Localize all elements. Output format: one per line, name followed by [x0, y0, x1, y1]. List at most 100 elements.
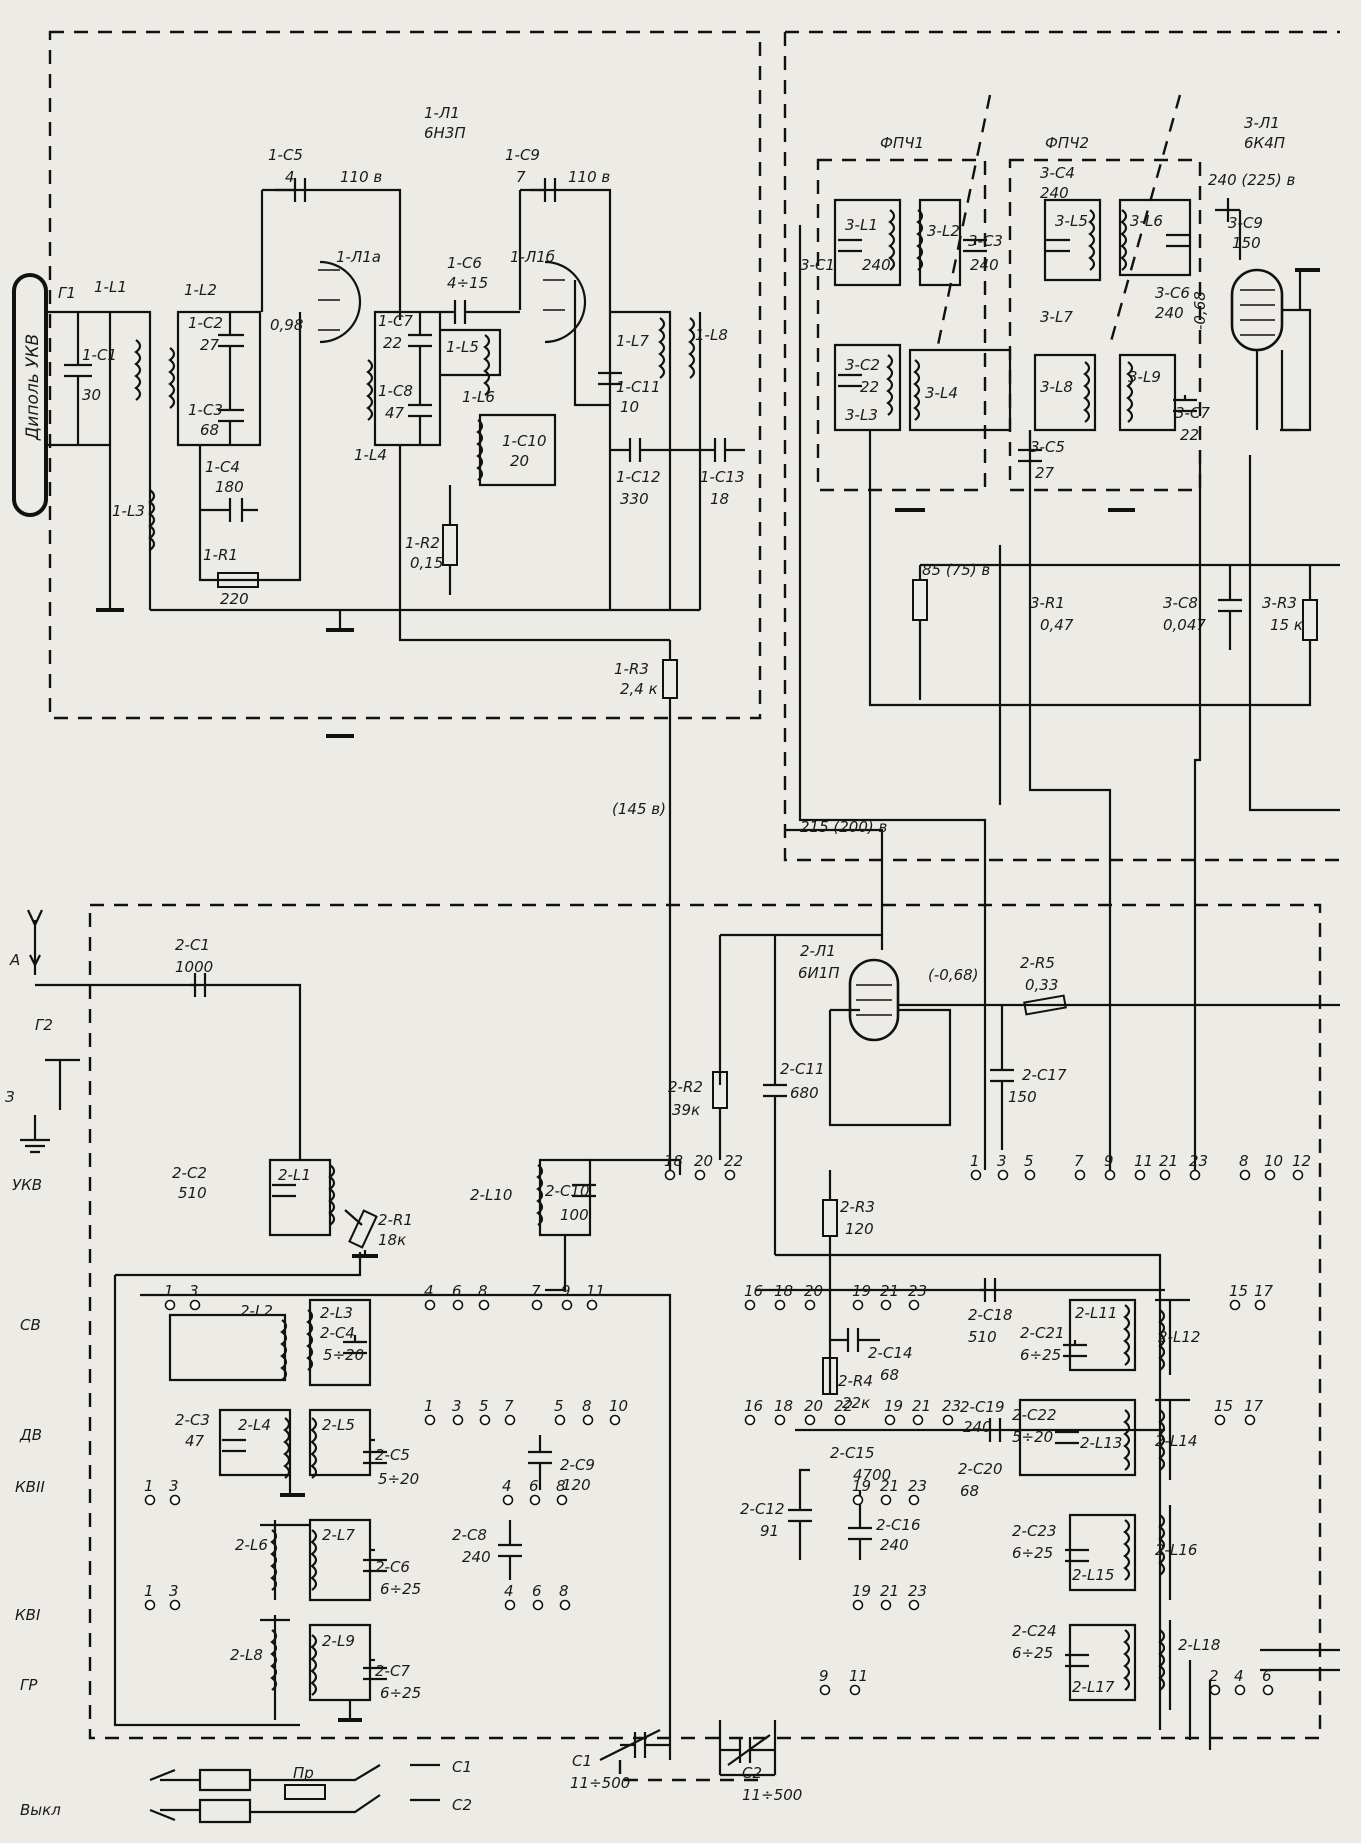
switch-contact-number: 9 [819, 1667, 829, 1685]
switch-contact-number: 21 [880, 1477, 899, 1495]
fuse-label: Пр [293, 1764, 314, 1782]
antenna-g2: Г2 [35, 1016, 53, 1034]
ukv-c8-val: 47 [385, 404, 405, 422]
ukv-l2-ref: 1-L2 [184, 281, 217, 299]
lb-c9-ref: 2-C9 [560, 1456, 595, 1474]
if-c9-ref: 3-C9 [1228, 214, 1263, 232]
lb-l8-ref: 2-L8 [230, 1646, 263, 1664]
switch-contact-number: 15 [1214, 1397, 1233, 1415]
switch-contact [504, 1599, 516, 1611]
lb-c14-val: 68 [880, 1366, 899, 1384]
ukv-r3-ref: 1-R3 [614, 660, 649, 678]
lb-l12-ref: 2-L12 [1158, 1328, 1200, 1346]
lb-l1-ref: 2-L1 [278, 1166, 311, 1184]
voltage-145: (145 в) [612, 800, 666, 818]
switch-contact [529, 1494, 541, 1506]
voltage-215: 215 (200) в [800, 818, 888, 836]
lb-l2-ref: 2-L2 [240, 1302, 273, 1320]
switch-contact [609, 1414, 621, 1426]
switch-contact [884, 1414, 896, 1426]
lb-c19-val: 240 [963, 1418, 992, 1436]
switch-contact-number: 23 [908, 1477, 927, 1495]
lb-l10-ref: 2-L10 [470, 1186, 512, 1204]
switch-contact [1189, 1169, 1201, 1181]
lb-l9-ref: 2-L9 [322, 1632, 355, 1650]
switch-contact [559, 1599, 571, 1611]
voltage-85: 85 (75) в [922, 561, 990, 579]
lb-c2-val: 510 [178, 1184, 207, 1202]
switch-contact [744, 1299, 756, 1311]
switch-contact [908, 1599, 920, 1611]
ukv-l4-ref: 1-L4 [354, 446, 387, 464]
switch-contact-number: 1 [424, 1397, 434, 1415]
if-c5-ref: 3-C5 [1030, 438, 1065, 456]
switch-contact-number: 15 [1229, 1282, 1248, 1300]
switch-contact-number: 6 [452, 1282, 462, 1300]
if-c2-ref: 3-C2 [845, 356, 880, 374]
lb-c5-val: 5÷20 [378, 1470, 419, 1488]
tune-c1-ref: C1 [572, 1752, 592, 1770]
switch-contact-number: 1 [144, 1477, 154, 1495]
switch-contact-number: 21 [1159, 1152, 1178, 1170]
switch-contact [834, 1414, 846, 1426]
switch-contact [554, 1414, 566, 1426]
switch-contact-number: 7 [531, 1282, 541, 1300]
lb-c15-val: 4700 [853, 1466, 891, 1484]
lb-c20-val: 68 [960, 1482, 979, 1500]
if-c1-ref: 3-C1 [800, 256, 835, 274]
if-c7-val: 22 [1180, 426, 1199, 444]
if-c2-val: 22 [860, 378, 879, 396]
filter-2: ФПЧ2 [1045, 134, 1089, 152]
switch-contact-number: 4 [504, 1582, 514, 1600]
if-l8-ref: 3-L8 [1040, 378, 1073, 396]
lb-c12-val: 91 [760, 1522, 779, 1540]
switch-contact [724, 1169, 736, 1181]
lb-c18-val: 510 [968, 1328, 997, 1346]
ukv-c9-ref: 1-C9 [505, 146, 540, 164]
lb-r4-ref: 2-R4 [838, 1372, 873, 1390]
switch-contact [1254, 1299, 1266, 1311]
if-l5-ref: 3-L5 [1055, 212, 1088, 230]
switch-contact-number: 18 [774, 1397, 793, 1415]
ukv-l6-ref: 1-L6 [462, 388, 495, 406]
switch-contact [561, 1299, 573, 1311]
switch-contact-number: 10 [1264, 1152, 1283, 1170]
lb-c16-ref: 2-C16 [876, 1516, 921, 1534]
switch-contact-number: 18 [664, 1152, 683, 1170]
lb-l14-ref: 2-L14 [1155, 1432, 1197, 1450]
switch-contact-number: 8 [582, 1397, 592, 1415]
ukv-c5-val: 4 [285, 168, 295, 186]
lb-c4-ref: 2-C4 [320, 1324, 355, 1342]
switch-contact [1024, 1169, 1036, 1181]
lb-c17-val: 150 [1008, 1088, 1037, 1106]
out-c1: C1 [452, 1758, 472, 1776]
switch-contact [582, 1414, 594, 1426]
lb-c21-val: 6÷25 [1020, 1346, 1061, 1364]
ukv-r2-val: 0,15 [410, 554, 443, 572]
ukv-c8-ref: 1-C8 [378, 382, 413, 400]
switch-contact [908, 1494, 920, 1506]
module-boundaries [48, 30, 1340, 1740]
if-c5-val: 27 [1035, 464, 1055, 482]
switch-contact-number: 20 [804, 1397, 823, 1415]
switch-contact [478, 1299, 490, 1311]
ukv-r1-ref: 1-R1 [203, 546, 238, 564]
lb-c19-ref: 2-C19 [960, 1398, 1005, 1416]
lb-c23-ref: 2-C23 [1012, 1522, 1057, 1540]
lower-block: А Г2 З 2-C1 1000 УКВ СВ ДВ КВII КВI ГР В… [5, 909, 1340, 1824]
lb-l4-ref: 2-L4 [238, 1416, 271, 1434]
switch-contact-number: 11 [586, 1282, 605, 1300]
if-l4-ref: 3-L4 [925, 384, 958, 402]
lb-l17-ref: 2-L17 [1072, 1678, 1115, 1696]
band-sv: СВ [20, 1316, 41, 1334]
switch-contact [1209, 1684, 1221, 1696]
lb-c15-ref: 2-C15 [830, 1444, 875, 1462]
ukv-c7-ref: 1-C7 [378, 312, 413, 330]
switch-contact [1262, 1684, 1274, 1696]
ukv-c11-ref: 1-C11 [616, 378, 661, 396]
switch-contact [502, 1494, 514, 1506]
switch-contact [774, 1414, 786, 1426]
if-c7-ref: 3-C7 [1175, 404, 1210, 422]
lb-r3-val: 120 [845, 1220, 874, 1238]
